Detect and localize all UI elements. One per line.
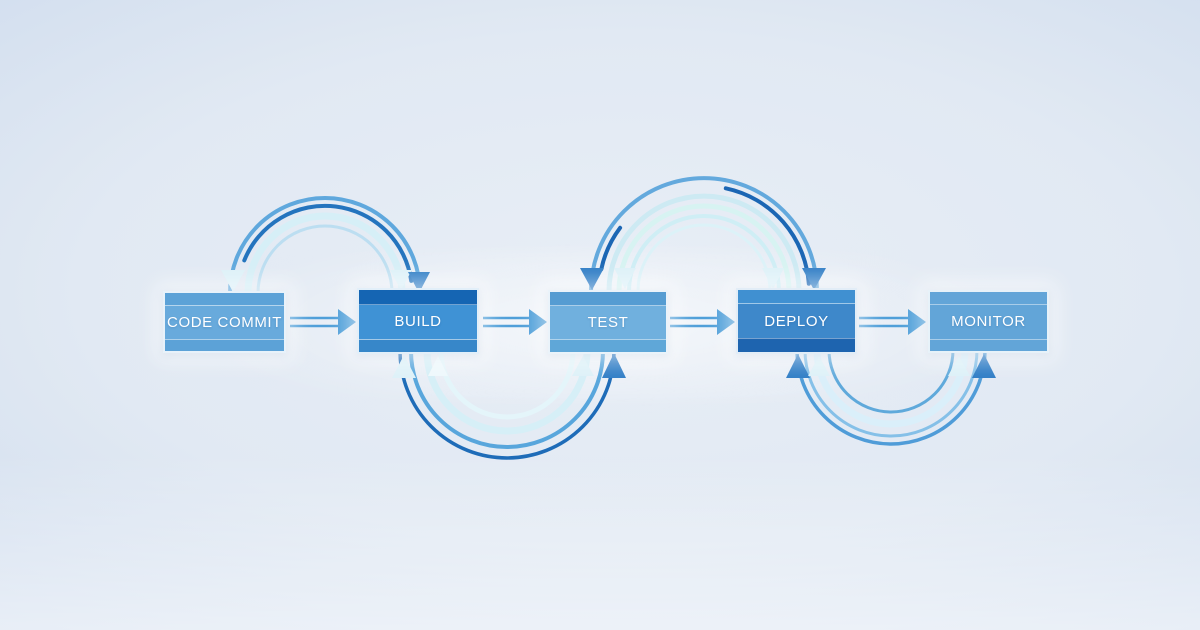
stage-header-strip (930, 292, 1047, 305)
stage-label-code-commit: CODE COMMIT (167, 313, 282, 331)
stage-footer-strip (359, 339, 477, 352)
arrowhead-right (529, 309, 547, 335)
arrowhead-right (908, 309, 926, 335)
loop-arc-build-test (392, 347, 626, 460)
stage-header-strip (165, 293, 284, 306)
arrowhead-up-pale (808, 356, 830, 376)
flow-arrow-test-to-deploy (670, 309, 735, 335)
arrowhead-up-blue (972, 354, 996, 378)
arrowhead-up-blue (786, 354, 810, 378)
stage-box-build: BUILD (357, 288, 479, 354)
stage-header-strip (359, 290, 477, 305)
loop-arc-deploy-monitor (786, 346, 996, 446)
arrowhead-up-blue (602, 353, 626, 378)
arrowhead-up-pale (948, 356, 970, 376)
flow-arrow-deploy-to-monitor (859, 309, 926, 335)
arrowhead-down-blue (580, 268, 604, 290)
loop-arc-commit-build (221, 196, 430, 297)
arrowhead-up-pale (428, 356, 448, 376)
stage-label-deploy: DEPLOY (764, 312, 829, 330)
stage-label-build: BUILD (394, 312, 442, 330)
arrowhead-down-blue (408, 272, 430, 293)
stage-box-code-commit: CODE COMMIT (163, 291, 286, 353)
stage-footer-strip (930, 339, 1047, 351)
arrowhead-down-pale (221, 270, 245, 292)
stage-footer-strip (550, 339, 666, 352)
stage-header-strip (550, 292, 666, 306)
arrowhead-down-pale (614, 268, 636, 289)
arrowhead-right (338, 309, 356, 335)
arrowhead-right (717, 309, 735, 335)
flow-arrow-build-to-test (483, 309, 547, 335)
stage-header-strip (738, 290, 855, 304)
stage-label-test: TEST (587, 313, 629, 331)
stage-box-test: TEST (548, 290, 668, 354)
stage-footer-strip (738, 338, 855, 352)
loop-arc-test-deploy (580, 176, 826, 294)
stage-footer-strip (165, 339, 284, 351)
arrowhead-up-pale (572, 356, 594, 376)
arrowhead-up-pale (392, 355, 416, 378)
arrowhead-down-pale (762, 268, 784, 289)
stage-box-deploy: DEPLOY (736, 288, 857, 354)
arrowhead-down-blue (802, 268, 826, 290)
flow-arrow-commit-to-build (290, 309, 356, 335)
stage-box-monitor: MONITOR (928, 290, 1049, 353)
stage-label-monitor: MONITOR (951, 313, 1026, 330)
arrowhead-down-pale (390, 270, 412, 290)
